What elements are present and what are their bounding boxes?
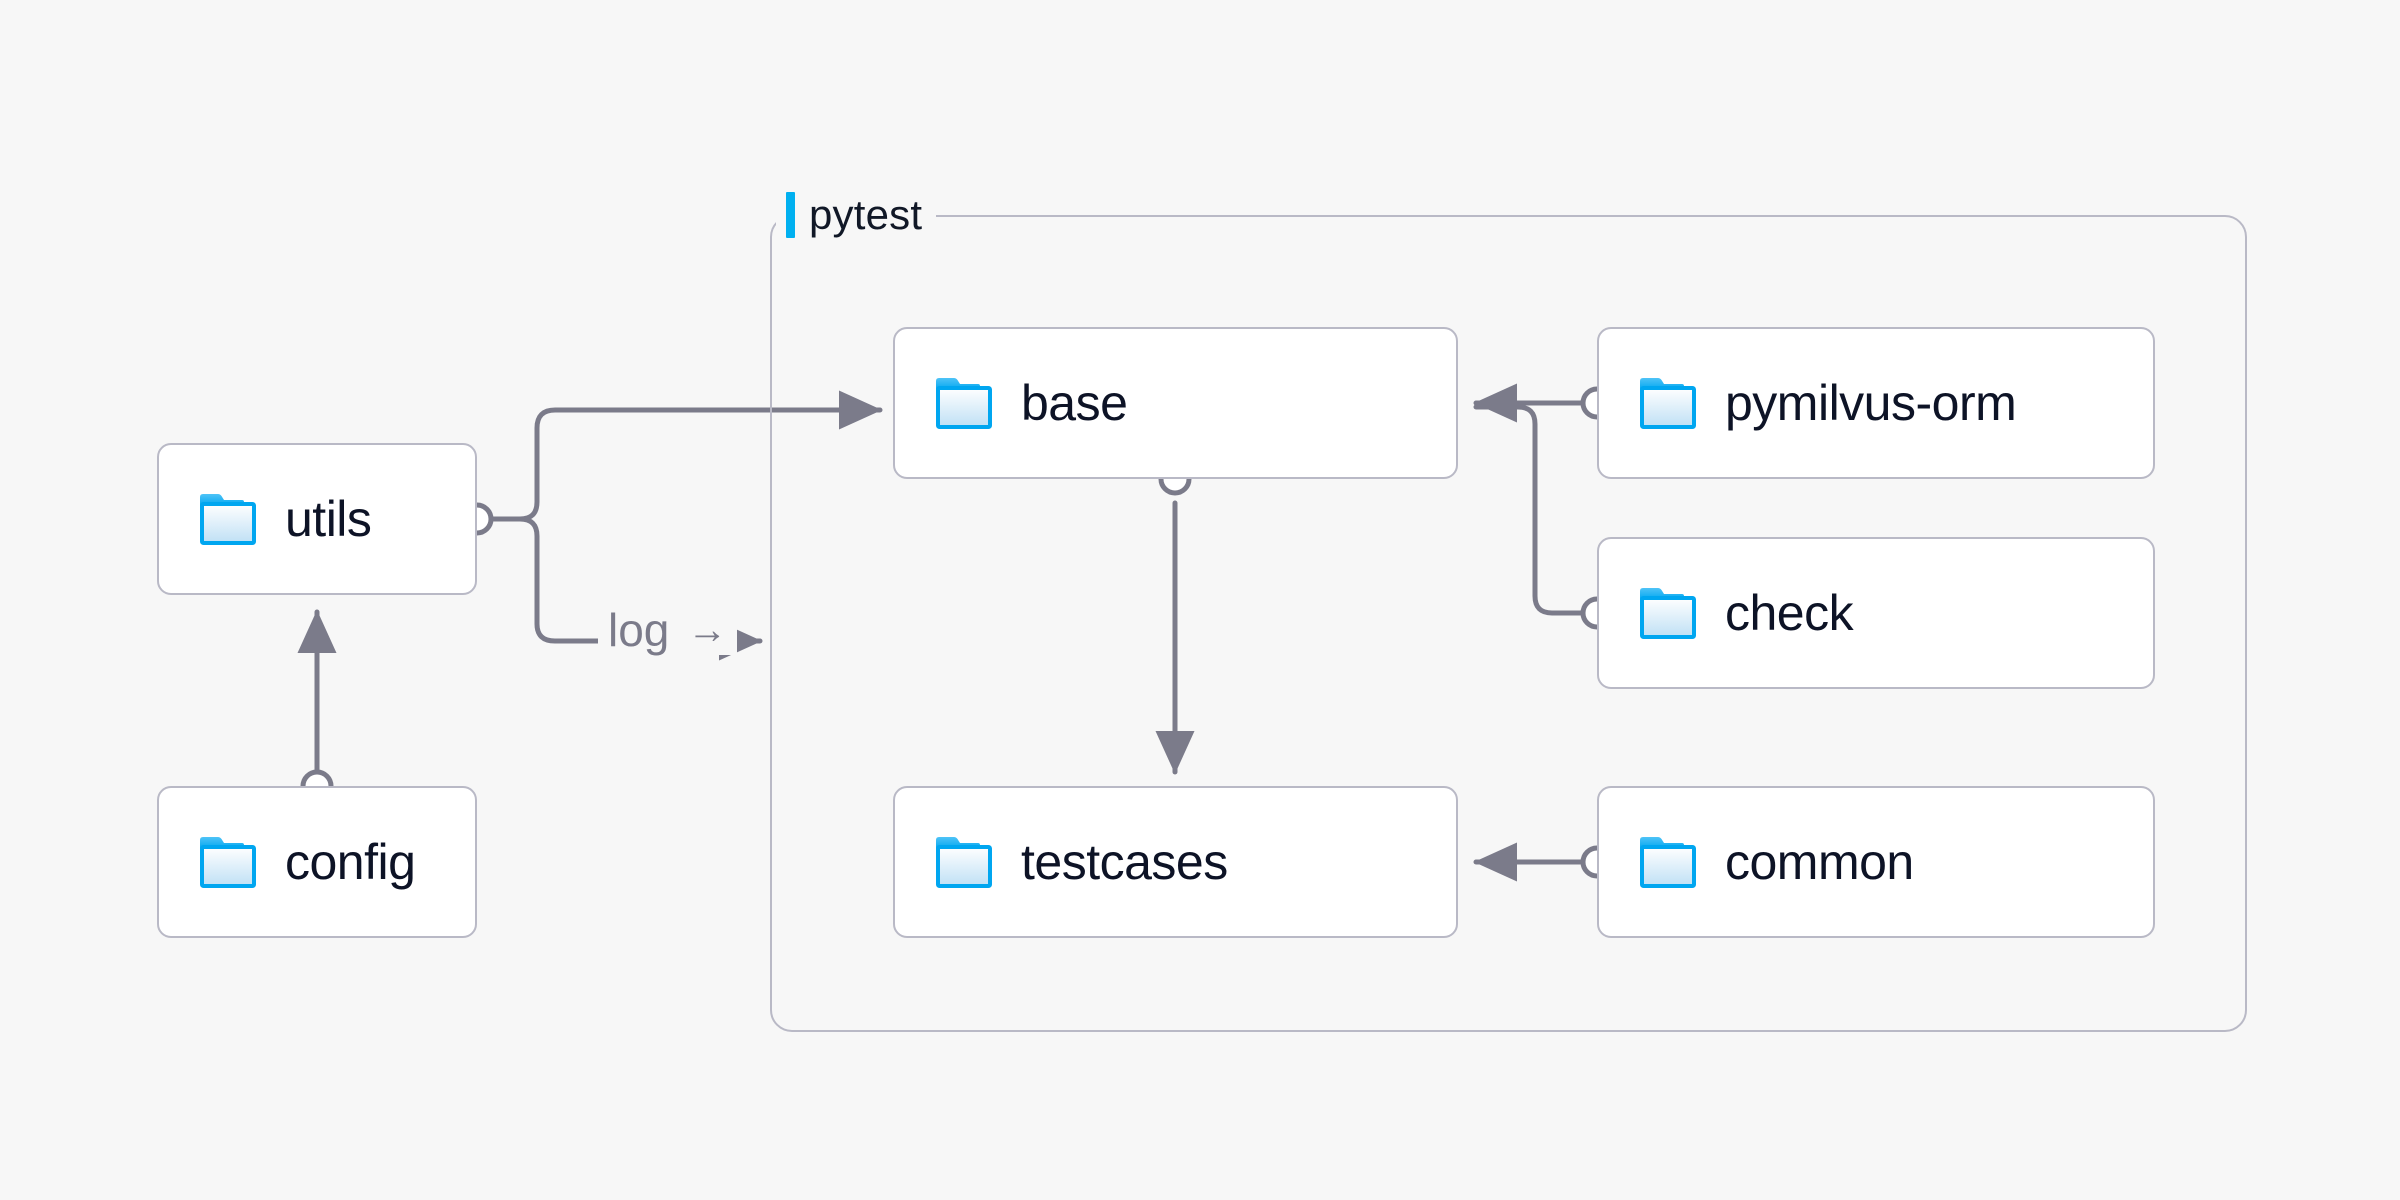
edge-label-log-text: log (608, 604, 670, 656)
node-check[interactable]: check (1597, 537, 2155, 689)
node-config[interactable]: config (157, 786, 477, 938)
folder-icon (197, 834, 259, 890)
folder-icon (1637, 585, 1699, 641)
node-testcases[interactable]: testcases (893, 786, 1458, 938)
folder-icon (936, 837, 992, 888)
folder-icon (933, 834, 995, 890)
folder-icon (1640, 588, 1696, 639)
node-base[interactable]: base (893, 327, 1458, 479)
node-label-pymilvus-orm: pymilvus-orm (1725, 375, 2017, 431)
node-label-testcases: testcases (1021, 834, 1228, 890)
folder-icon (1637, 375, 1699, 431)
folder-icon (200, 837, 256, 888)
edge-label-log: log → (598, 604, 738, 656)
node-label-base: base (1021, 375, 1128, 431)
folder-icon (1640, 837, 1696, 888)
folder-icon (197, 491, 259, 547)
group-label-pytest: pytest (776, 191, 937, 238)
folder-icon (933, 375, 995, 431)
group-container-pytest[interactable] (770, 215, 2247, 1032)
node-pymilvus-orm[interactable]: pymilvus-orm (1597, 327, 2155, 479)
node-label-config: config (285, 834, 416, 890)
node-label-common: common (1725, 834, 1914, 890)
group-label-text: pytest (809, 191, 923, 238)
group-accent-bar (786, 192, 795, 238)
folder-icon (1640, 378, 1696, 429)
edge-utils-to-log (517, 516, 603, 644)
node-label-check: check (1725, 585, 1854, 641)
node-common[interactable]: common (1597, 786, 2155, 938)
folder-icon (1637, 834, 1699, 890)
folder-icon (936, 378, 992, 429)
node-label-utils: utils (285, 491, 372, 547)
folder-icon (200, 494, 256, 545)
arrow-right-icon: → (687, 608, 728, 652)
node-utils[interactable]: utils (157, 443, 477, 595)
